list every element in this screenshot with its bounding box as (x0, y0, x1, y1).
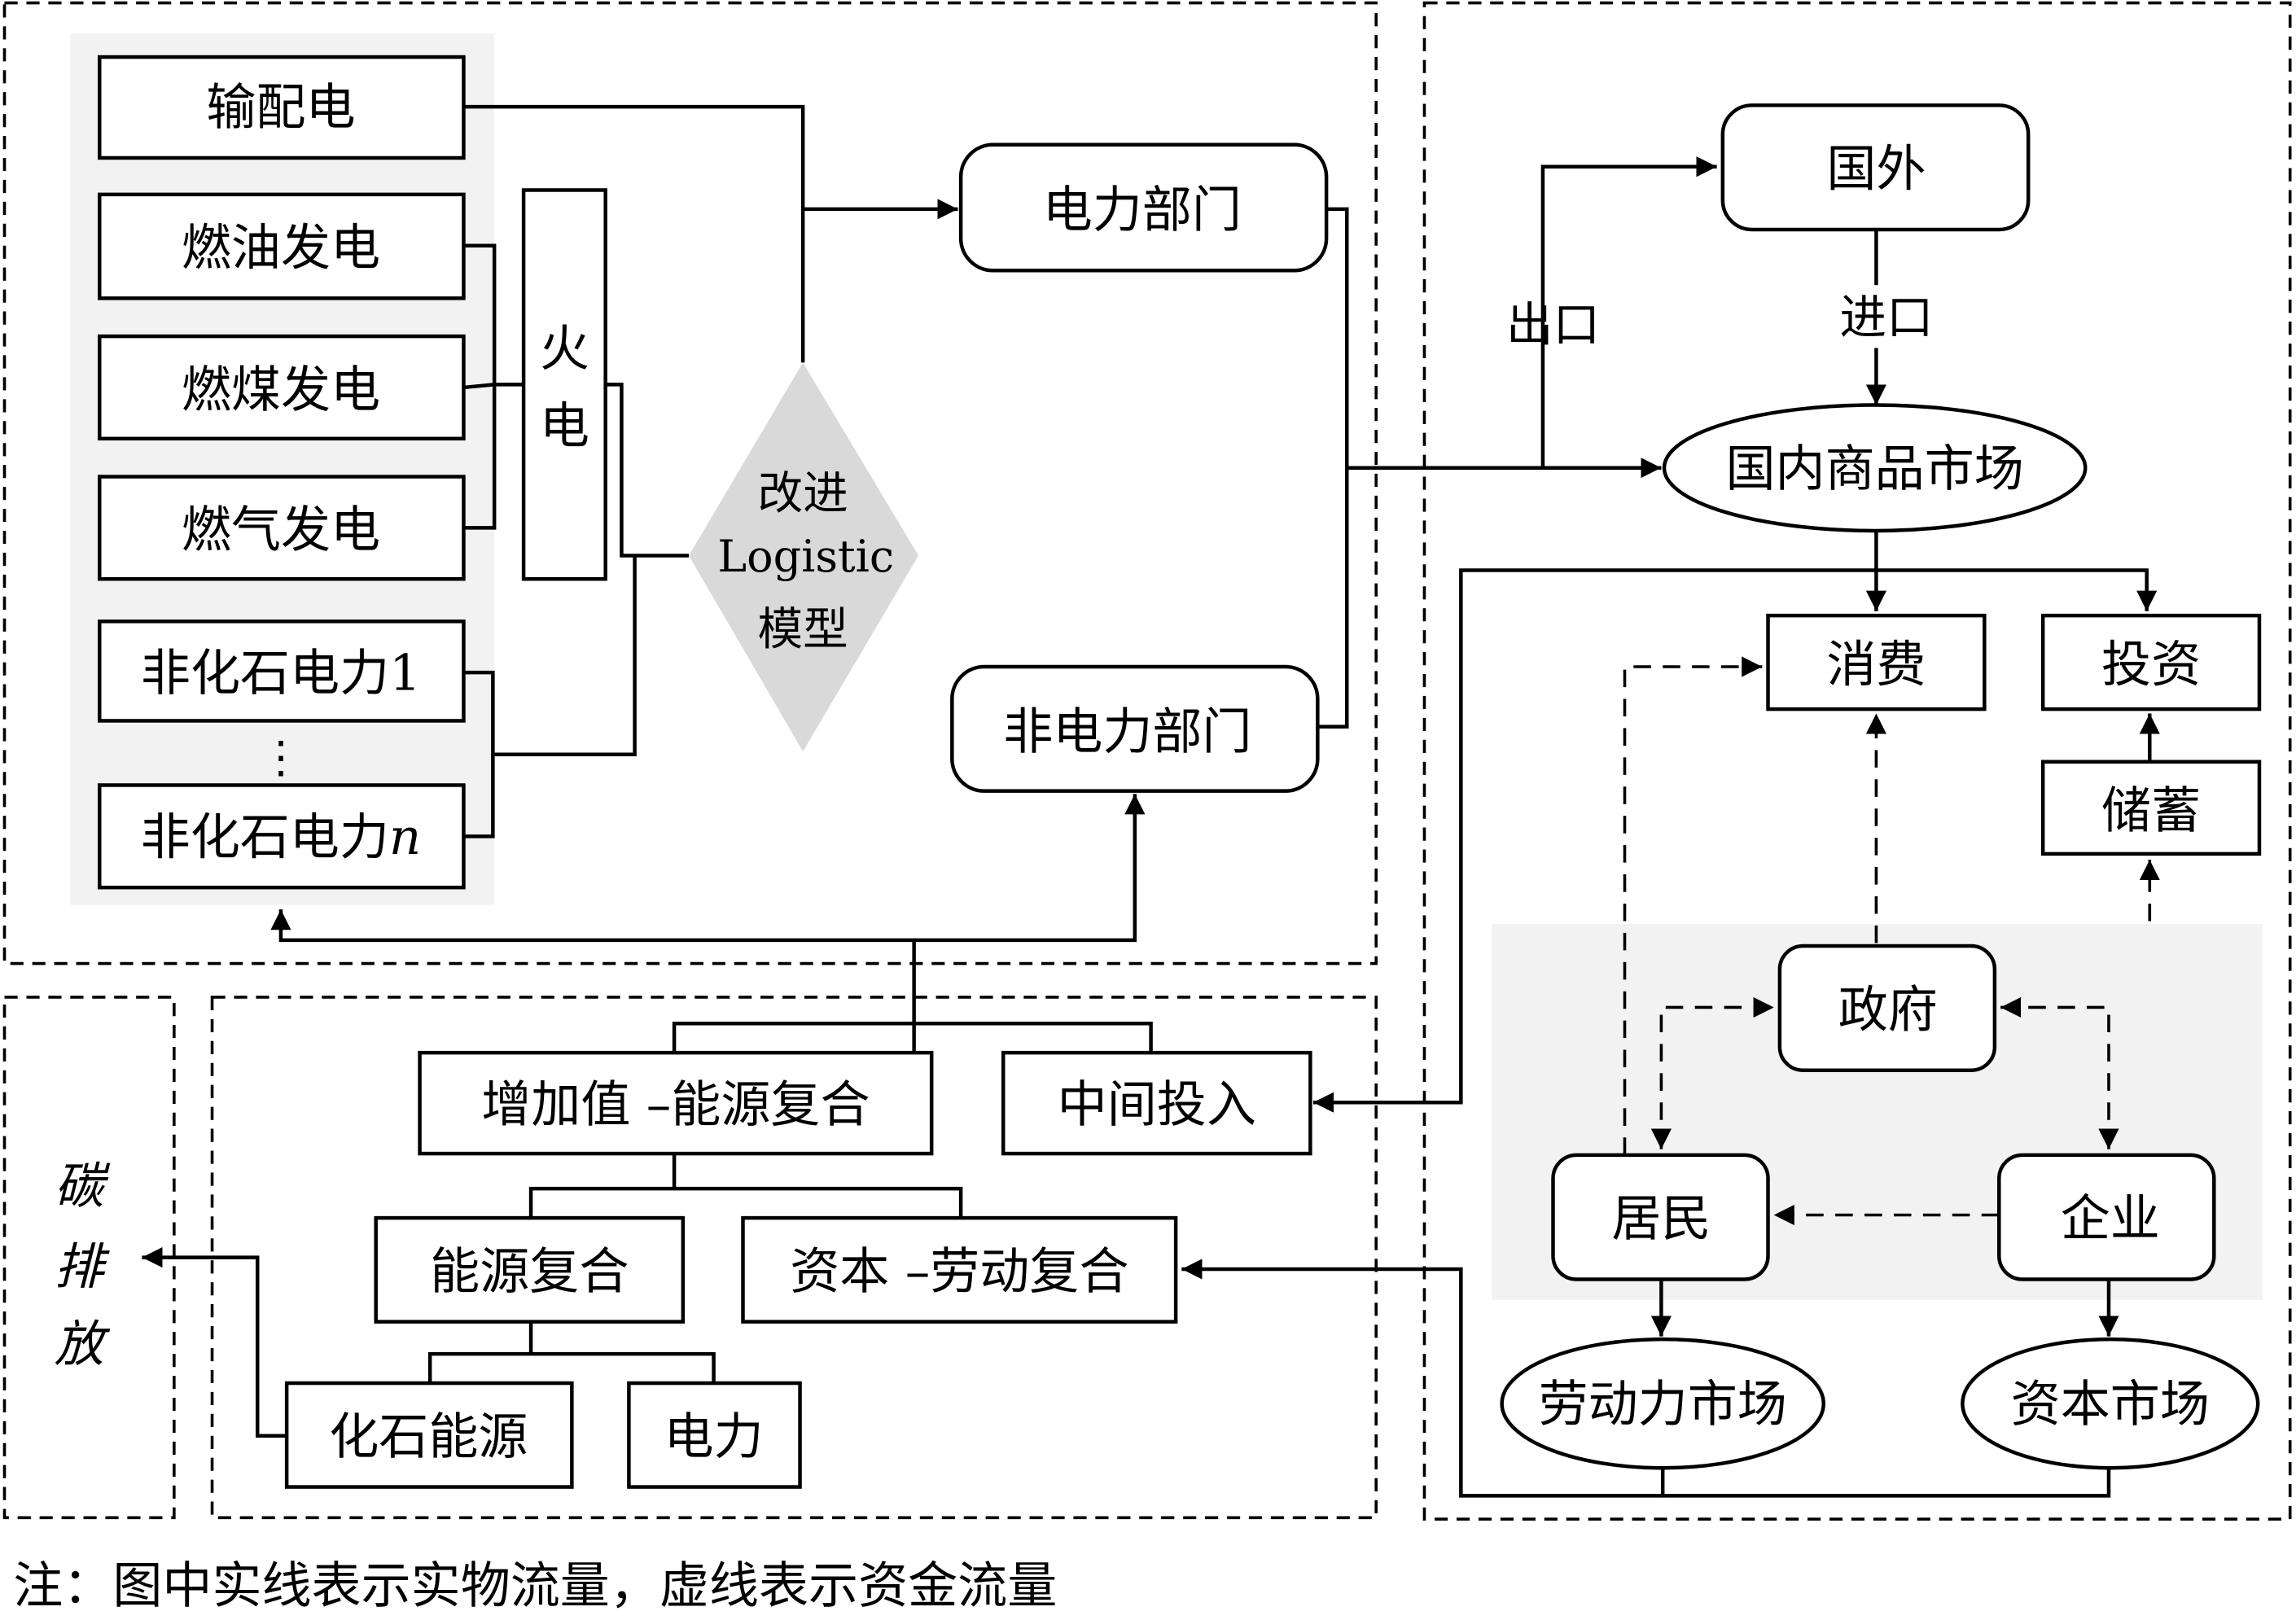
node-saving[interactable]: 储蓄 (2040, 760, 2262, 856)
svg-text:燃气发电: 燃气发电 (182, 501, 380, 559)
svg-text:企业: 企业 (2061, 1190, 2160, 1248)
production-to-generation-arrow (270, 909, 916, 1068)
footnote: 注：图中实线表示实物流量，虚线表示资金流量 (13, 1557, 1057, 1614)
svg-text:居民: 居民 (1611, 1190, 1711, 1248)
households-to-consumption-dashed-arrow (1623, 656, 1763, 1155)
svg-text:燃油发电: 燃油发电 (182, 219, 380, 277)
market-module-frame (1422, 1, 2292, 1521)
factor-markets-to-capital-labor-arrow (1181, 1259, 1665, 1498)
fossil-to-thermal-connector (463, 243, 524, 530)
va-energy-nest-connector (528, 1154, 963, 1219)
node-enterprises[interactable]: 企业 (1997, 1153, 2216, 1281)
import-label: 进口 (1840, 290, 1934, 344)
node-capital-labor[interactable]: 资本 –劳动复合 (741, 1215, 1178, 1324)
svg-text:电: 电 (540, 397, 589, 455)
node-power-sector[interactable]: 电力部门 (958, 142, 1329, 273)
ellipsis-dots: ⋮ (259, 731, 303, 782)
svg-text:投资: 投资 (2101, 636, 2201, 694)
energy-nest-connector (427, 1321, 716, 1384)
node-nonpower-sector[interactable]: 非电力部门 (950, 664, 1320, 793)
svg-text:Logistic: Logistic (717, 531, 894, 582)
export-label: 出口 (1506, 297, 1600, 352)
svg-text:输配电: 输配电 (206, 79, 355, 137)
node-oil-power[interactable]: 燃油发电 (98, 192, 466, 300)
svg-text:化石能源: 化石能源 (329, 1408, 528, 1465)
nonfossil-n-label: 非化石电力 (141, 808, 389, 866)
svg-text:非电力部门: 非电力部门 (1003, 703, 1251, 761)
svg-text:燃煤发电: 燃煤发电 (182, 361, 380, 418)
node-logistic-model[interactable]: 改进 Logistic 模型 (689, 362, 919, 752)
svg-text:非化石电力n: 非化石电力n (141, 808, 422, 866)
svg-text:模型: 模型 (757, 603, 848, 656)
households-government-dashed-arrow (1650, 996, 1774, 1149)
nonfossil-n-subscript: n (389, 808, 421, 866)
node-coal-power[interactable]: 燃煤发电 (98, 334, 466, 441)
node-electricity[interactable]: 电力 (627, 1381, 802, 1489)
domestic-to-intermediate-arrow (1312, 568, 1877, 1113)
node-nonfossil-1[interactable]: 非化石电力1 (98, 620, 466, 723)
thermal-to-model-connector (605, 383, 690, 558)
node-capital-market[interactable]: 资本市场 (1961, 1337, 2260, 1470)
svg-text:碳: 碳 (55, 1158, 111, 1215)
node-thermal-power[interactable]: 火 电 (521, 188, 607, 581)
node-households[interactable]: 居民 (1551, 1153, 1770, 1281)
enterprises-government-dashed-arrow (2000, 996, 2119, 1149)
carbon-emission-label: 碳 排 放 (55, 1158, 111, 1373)
svg-text:资本 –劳动复合: 资本 –劳动复合 (790, 1242, 1128, 1300)
export-arrow (1540, 156, 1717, 468)
svg-text:中间投入: 中间投入 (1058, 1076, 1256, 1134)
node-gas-power[interactable]: 燃气发电 (98, 475, 466, 581)
svg-text:电力: 电力 (664, 1408, 764, 1465)
node-investment[interactable]: 投资 (2040, 613, 2262, 711)
node-transmission[interactable]: 输配电 (98, 55, 466, 160)
fossil-to-carbon-arrow (142, 1247, 287, 1438)
node-consumption[interactable]: 消费 (1766, 613, 1987, 711)
svg-text:资本市场: 资本市场 (2011, 1376, 2210, 1434)
svg-text:劳动力市场: 劳动力市场 (1539, 1376, 1787, 1434)
node-foreign[interactable]: 国外 (1720, 103, 2031, 232)
svg-text:电力部门: 电力部门 (1043, 181, 1242, 239)
node-intermediate-input[interactable]: 中间投入 (1001, 1050, 1312, 1156)
node-fossil-energy[interactable]: 化石能源 (284, 1381, 574, 1489)
top-nest-connector (672, 1021, 1153, 1053)
svg-text:增加值 –能源复合: 增加值 –能源复合 (481, 1076, 870, 1134)
node-energy-composite[interactable]: 能源复合 (374, 1215, 686, 1324)
svg-text:排: 排 (55, 1238, 111, 1296)
svg-text:国内商品市场: 国内商品市场 (1725, 440, 2023, 497)
sectors-to-domestic-market-arrow (1317, 207, 1661, 729)
svg-text:储蓄: 储蓄 (2101, 782, 2201, 840)
nonfossil-to-model-connector (463, 555, 637, 838)
production-to-nonpower-arrow (914, 794, 1146, 943)
transmission-connector (463, 104, 805, 363)
production-frame (210, 996, 1378, 1520)
svg-text:改进: 改进 (757, 467, 848, 520)
svg-text:放: 放 (55, 1316, 111, 1373)
domestic-to-investment-arrow (1876, 568, 2158, 611)
svg-text:非化石电力1: 非化石电力1 (141, 645, 421, 703)
svg-text:消费: 消费 (1826, 636, 1926, 694)
capital-market-connector (1663, 1468, 2111, 1498)
node-domestic-market[interactable]: 国内商品市场 (1662, 403, 2088, 533)
svg-text:政府: 政府 (1838, 981, 1938, 1039)
generation-shade (70, 33, 495, 905)
node-value-added-energy[interactable]: 增加值 –能源复合 (418, 1050, 934, 1156)
svg-text:火: 火 (540, 320, 589, 378)
svg-text:国外: 国外 (1826, 140, 1926, 198)
node-government[interactable]: 政府 (1777, 944, 1997, 1072)
svg-text:能源复合: 能源复合 (430, 1242, 629, 1300)
power-module-frame (2, 1, 1378, 965)
node-labor-market[interactable]: 劳动力市场 (1500, 1337, 1826, 1470)
node-nonfossil-n[interactable]: 非化石电力n (98, 783, 466, 890)
